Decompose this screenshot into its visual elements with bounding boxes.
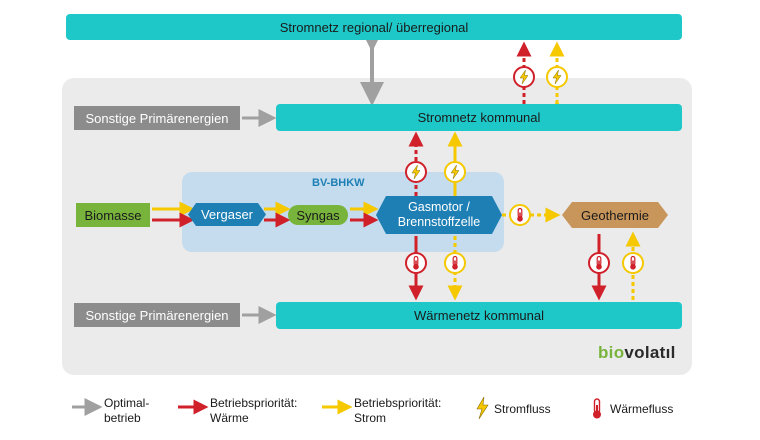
- engine-label-line2: Brennstoffzelle: [397, 215, 481, 229]
- syngas-node: [288, 205, 348, 225]
- gasifier-label: Vergaser: [200, 207, 254, 222]
- legend-heat-priority-line1: Betriebspriorität:: [210, 396, 298, 410]
- legend-heat-priority-line2: Wärme: [210, 411, 249, 425]
- thermometer-icon: [405, 252, 427, 274]
- other-primary-energy-top-box: Sonstige Primärenergien: [74, 106, 240, 130]
- lightning-icon: [476, 396, 489, 420]
- thermometer-icon: [509, 204, 531, 226]
- legend-power-priority-line1: Betriebspriorität:: [354, 396, 442, 410]
- legend-power-flow: Stromfluss: [494, 402, 551, 416]
- gasifier-label-box: Vergaser: [190, 203, 264, 226]
- geothermal-node: [562, 202, 668, 228]
- other-primary-energy-top-label: Sonstige Primärenergien: [85, 110, 229, 126]
- geothermal-label-box: Geothermie: [564, 202, 666, 228]
- lightning-icon: [513, 66, 535, 88]
- legend-optimal-line2: betrieb: [104, 411, 141, 425]
- syngas-label-box: Syngas: [288, 205, 348, 225]
- heat-grid-label: Wärmenetz kommunal: [413, 308, 545, 323]
- geothermal-label: Geothermie: [581, 207, 649, 223]
- logo-part-volatil: volatıl: [624, 343, 676, 362]
- heat-grid-box: Wärmenetz kommunal: [276, 302, 682, 329]
- regional-grid-label: Stromnetz regional/ überregional: [279, 19, 469, 35]
- engine-label-line1: Gasmotor /: [408, 200, 470, 214]
- lightning-icon: [444, 161, 466, 183]
- bhkw-label: BV-BHKW: [312, 177, 365, 189]
- engine-node: [376, 196, 502, 234]
- legend-optimal: Optimal- betrieb: [104, 396, 149, 426]
- legend-heat-priority: Betriebspriorität: Wärme: [210, 396, 297, 426]
- biovolatil-logo: biovolatıl: [598, 343, 676, 363]
- thermometer-icon: [444, 252, 466, 274]
- biomass-box: Biomasse: [76, 203, 150, 227]
- logo-part-bio: bio: [598, 343, 625, 362]
- legend-heat-flow: Wärmefluss: [610, 402, 674, 416]
- other-primary-energy-bottom-box: Sonstige Primärenergien: [74, 303, 240, 327]
- lightning-icon: [546, 66, 568, 88]
- lightning-icon: [405, 161, 427, 183]
- legend-power-priority: Betriebspriorität: Strom: [354, 396, 441, 426]
- municipal-grid-box: Stromnetz kommunal: [276, 104, 682, 131]
- regional-grid-box: Stromnetz regional/ überregional: [66, 14, 682, 40]
- engine-label-box: Gasmotor / Brennstoffzelle: [378, 198, 500, 232]
- legend-power-priority-line2: Strom: [354, 411, 387, 425]
- biomass-label: Biomasse: [84, 207, 142, 223]
- legend-optimal-line1: Optimal-: [104, 396, 150, 410]
- thermometer-icon: [593, 398, 601, 419]
- syngas-label: Syngas: [296, 207, 340, 223]
- thermometer-icon: [622, 252, 644, 274]
- municipal-grid-label: Stromnetz kommunal: [417, 110, 541, 125]
- thermometer-icon: [588, 252, 610, 274]
- other-primary-energy-bottom-label: Sonstige Primärenergien: [85, 307, 229, 323]
- gasifier-node: [188, 203, 266, 226]
